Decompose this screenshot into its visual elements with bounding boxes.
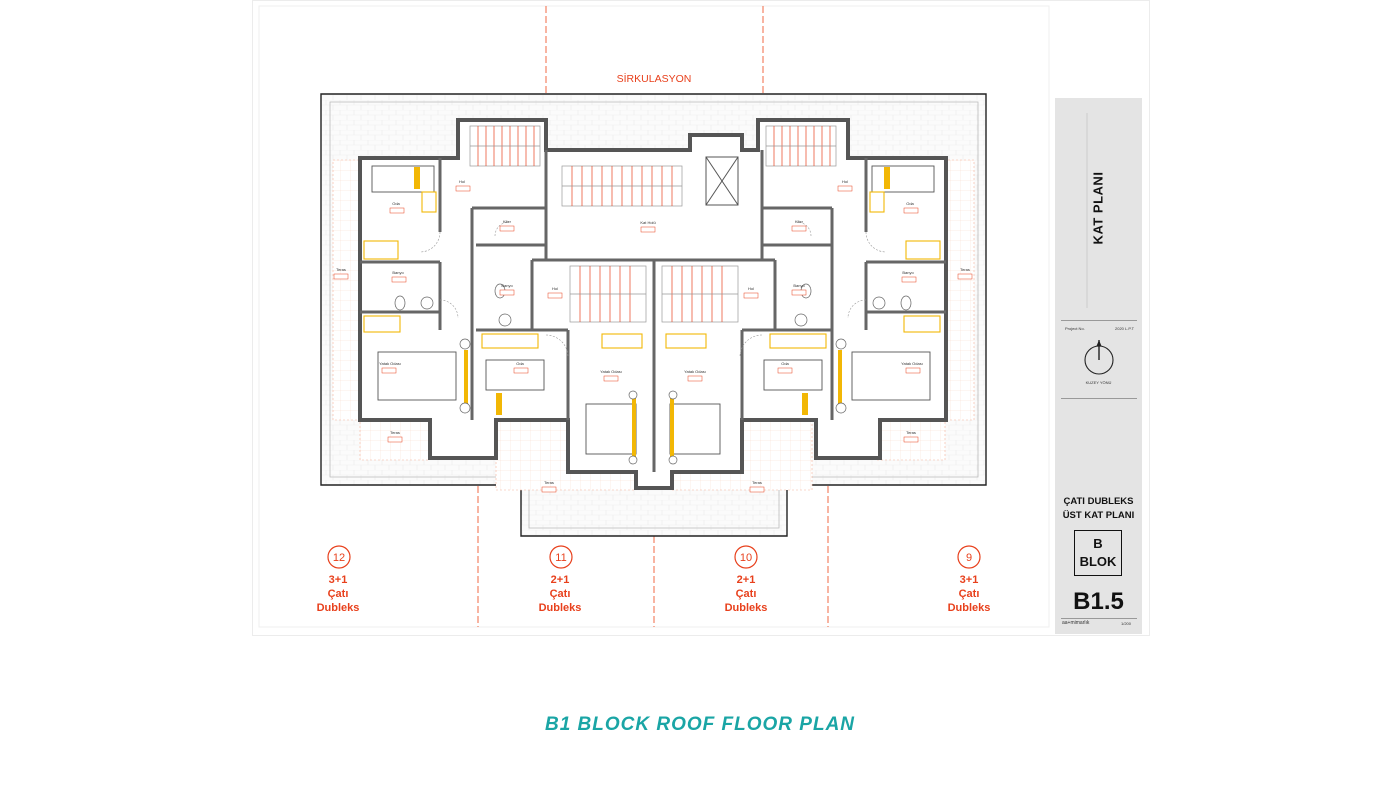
unit-line-2: Dubleks [948,602,991,614]
unit-11-label: 11 2+1 Çatı Dubleks [539,545,582,614]
svg-text:Teras: Teras [960,267,970,272]
unit-line-2: Dubleks [317,602,360,614]
unit-number-circle [549,545,573,569]
svg-text:Kiler: Kiler [503,219,512,224]
svg-text:Hol: Hol [552,286,558,291]
svg-text:Hol: Hol [748,286,754,291]
unit-line-1: Çatı [328,588,349,600]
sheet-type-area: KAT PLANI [1055,108,1142,308]
block-letter: B [1093,536,1103,551]
unit-line-2: Dubleks [539,602,582,614]
svg-text:Kat Holü: Kat Holü [640,220,655,225]
north-label: KUZEY YÖNÜ [1085,380,1112,385]
area-tags [333,185,973,493]
svg-text:Yatak Odası: Yatak Odası [684,369,706,374]
unit-12-label: 12 3+1 Çatı Dubleks [317,545,360,614]
north-arrow-icon [1084,340,1114,375]
svg-text:Hol: Hol [459,179,465,184]
page-caption: B1 BLOCK ROOF FLOOR PLAN [544,714,856,735]
svg-text:Teras: Teras [544,480,554,485]
unit-type: 2+1 [551,574,570,586]
sheet-type-label: KAT PLANI [1090,171,1106,245]
unit-10-label: 10 2+1 Çatı Dubleks [725,545,768,614]
svg-text:Teras: Teras [336,267,346,272]
unit-labels: 12 3+1 Çatı Dubleks 11 2+1 Çatı Dubleks … [317,545,991,614]
unit-line-1: Çatı [736,588,757,600]
unit-number-circle [734,545,758,569]
unit-number: 11 [555,552,566,564]
svg-text:Hol: Hol [842,179,848,184]
room-labels: Hol Hol Oda Oda Kiler Kiler Banyo Banyo … [336,179,970,485]
roof-parapet [329,101,979,529]
project-no-value: 2020 L.P.T [1115,326,1135,331]
unit-line-2: Dubleks [725,602,768,614]
svg-text:Teras: Teras [906,430,916,435]
svg-text:Yatak Odası: Yatak Odası [901,361,923,366]
unit-number-circle [957,545,981,569]
project-no-label: Project No. [1065,326,1085,331]
subtitle-line-2: ÜST KAT PLANI [1062,510,1135,521]
wardrobes [363,191,941,349]
svg-text:Teras: Teras [390,430,400,435]
svg-text:Oda: Oda [781,361,789,366]
unit-line-1: Çatı [550,588,571,600]
block-word: BLOK [1079,554,1117,569]
divider [1061,618,1137,619]
door-swings [419,221,887,358]
unit-type: 3+1 [329,574,348,586]
interior-walls [360,150,946,472]
subtitle-line-1: ÇATI DUBLEKS [1063,496,1134,507]
scale-label: 1/200 [1121,621,1132,626]
unit-number: 10 [740,552,752,564]
beds [371,165,935,455]
stairs [469,125,837,323]
terraces [332,159,975,491]
divider [1061,398,1137,399]
unit-9-label: 9 3+1 Çatı Dubleks [948,545,991,614]
company-name: aa+mimarlık [1062,620,1090,626]
svg-text:Banyo: Banyo [392,270,404,275]
circulation-label: SİRKULASYON [617,72,692,85]
svg-text:Yatak Odası: Yatak Odası [379,361,401,366]
block-badge: B BLOK [1074,530,1122,576]
unit-line-1: Çatı [959,588,980,600]
svg-text:Oda: Oda [906,201,914,206]
sheet-code: B1.5 [1073,588,1124,615]
svg-text:Banyo: Banyo [501,283,513,288]
unit-number: 9 [966,552,972,564]
svg-text:Teras: Teras [752,480,762,485]
unit-number-circle [327,545,351,569]
furniture-yellow [414,167,890,458]
divider [1061,320,1137,321]
svg-text:Oda: Oda [392,201,400,206]
svg-text:Banyo: Banyo [902,270,914,275]
svg-text:Yatak Odası: Yatak Odası [600,369,622,374]
elevator-shaft [705,156,739,206]
title-guides [1086,113,1088,308]
title-block: KAT PLANI Project No. 2020 L.P.T KUZEY Y… [1055,98,1142,634]
unit-number: 12 [333,552,345,564]
svg-text:Banyo: Banyo [793,283,805,288]
svg-text:Oda: Oda [516,361,524,366]
unit-type: 2+1 [737,574,756,586]
unit-type: 3+1 [960,574,979,586]
svg-text:Kiler: Kiler [795,219,804,224]
